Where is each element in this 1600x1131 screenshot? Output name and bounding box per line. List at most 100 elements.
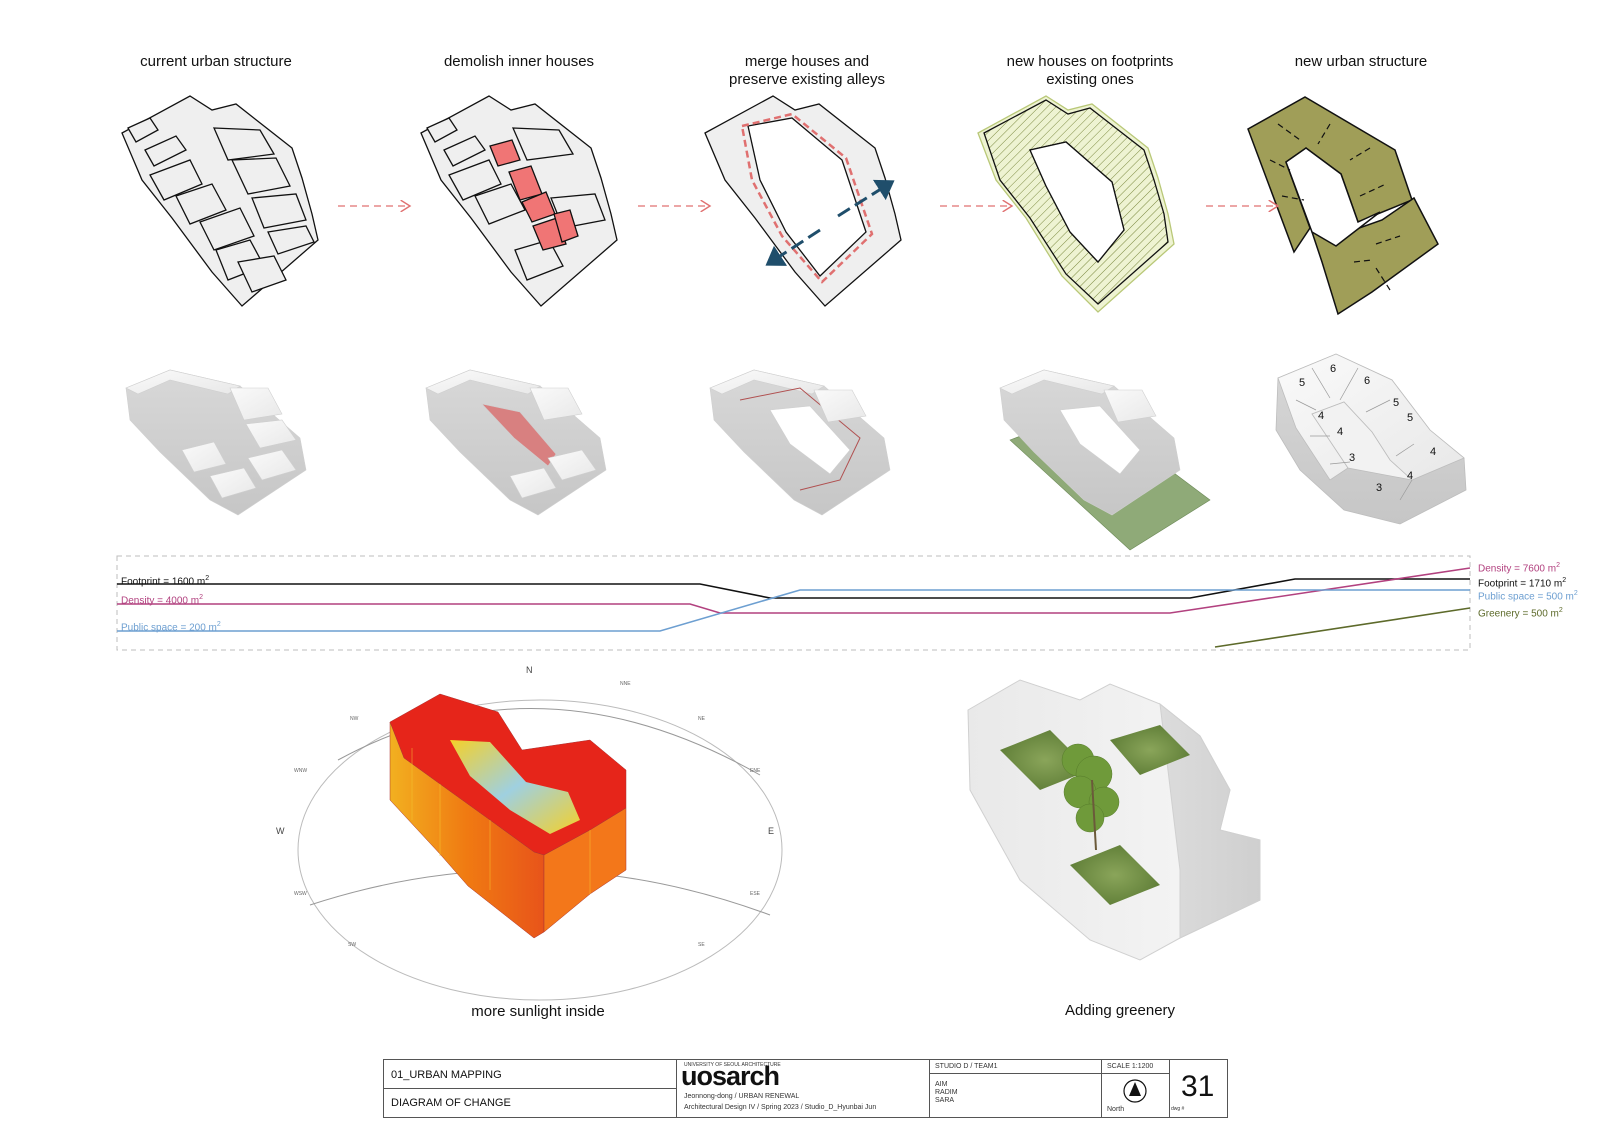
plan-block (175, 183, 227, 225)
plan-new-structure (1247, 96, 1439, 316)
plan-block (443, 135, 486, 167)
courtyard (1285, 147, 1381, 247)
green-roof (1110, 725, 1190, 775)
floor-label: 4 (1430, 446, 1437, 458)
floor-label: 4 (1407, 470, 1414, 482)
plan-block (474, 183, 526, 225)
plan-block (251, 193, 307, 229)
title-block-logo-tag: UNIVERSITY OF SEOUL ARCHITECTURE (684, 1062, 781, 1068)
metric-public-end-sup: 2 (1573, 590, 1578, 597)
metric-density-end-label: Density = 7600 m (1478, 563, 1557, 575)
step-title-4: new houses on footprints existing ones (970, 53, 1210, 89)
title-block-north: North (1107, 1106, 1125, 1113)
metric-public-end: Public space = 500 m2 (1478, 590, 1578, 602)
step-title-2-line1: demolish inner houses (443, 53, 595, 70)
floor-label: 5 (1393, 397, 1400, 409)
title-block-row1: 01_URBAN MAPPING (391, 1069, 502, 1081)
metric-public-start-label: Public space = 200 m (121, 622, 217, 634)
compass-ese: ESE (750, 891, 761, 897)
plan-block (144, 135, 187, 167)
metric-footprint-start: Footprint = 1600 m2 (121, 575, 209, 587)
plan-block (127, 117, 159, 143)
footprint-line (117, 578, 1470, 599)
compass-nne: NNE (620, 681, 631, 687)
metric-density-end-sup: 2 (1556, 562, 1561, 569)
demolished-block (489, 139, 521, 167)
metric-footprint-start-sup: 2 (205, 575, 210, 582)
floor-label: 6 (1330, 363, 1337, 375)
compass-wsw: WSW (294, 891, 307, 897)
greenery-rendering (967, 679, 1261, 961)
metrics-timeline (116, 555, 1471, 651)
massing-new-footprints (999, 369, 1211, 551)
compass-e: E (768, 826, 774, 836)
timeline-frame (116, 555, 1471, 651)
demolished-block (553, 209, 579, 243)
title-block-member: RADIM (935, 1089, 958, 1096)
plan-diagrams-row (121, 95, 1439, 316)
metric-footprint-end-label: Footprint = 1710 m (1478, 578, 1563, 590)
title-block-row2: DIAGRAM OF CHANGE (391, 1097, 511, 1109)
step-title-2: demolish inner houses (399, 53, 639, 71)
north-arrow-icon (1123, 1079, 1147, 1103)
plan-block (149, 159, 203, 201)
metric-public-end-label: Public space = 500 m (1478, 591, 1574, 603)
compass-w: W (276, 826, 285, 836)
title-block-divider (929, 1060, 930, 1117)
plan-demolish (420, 95, 618, 307)
plan-block (237, 255, 287, 293)
metric-public-start-sup: 2 (216, 621, 221, 628)
plan-block (514, 239, 564, 281)
step-title-4-line1: new houses on footprints (1006, 53, 1174, 70)
plan-block (267, 225, 315, 255)
compass-sw: SW (348, 942, 356, 948)
massing-merge (709, 369, 891, 516)
green-roof (1000, 730, 1090, 790)
compass-nw: NW (350, 716, 359, 722)
unit-dividers (1269, 123, 1401, 291)
plan-block (230, 157, 291, 195)
compass-wnw: WNW (294, 768, 307, 774)
green-roof (1070, 845, 1160, 905)
dwg-number: 31 (1181, 1070, 1215, 1103)
plan-block (212, 127, 276, 161)
caption-greenery: Adding greenery (1064, 1002, 1176, 1019)
step-title-1-line1: current urban structure (140, 53, 292, 70)
title-block-project: Jeonnong-dong / URBAN RENEWAL (684, 1093, 800, 1100)
sunlight-analysis: N E W NNE NE ENE ESE SE NW WNW WSW SW (276, 665, 783, 1001)
title-block-divider (1101, 1060, 1102, 1117)
courtyard (747, 117, 867, 277)
floor-label: 5 (1407, 412, 1414, 424)
plan-new-footprints (977, 95, 1175, 313)
metric-footprint-start-label: Footprint = 1600 m (121, 576, 206, 588)
metric-density-start-sup: 2 (199, 594, 204, 601)
plan-current (121, 95, 319, 307)
floor-label: 6 (1364, 375, 1371, 387)
alley-arrow-ne (837, 179, 895, 218)
building-heatmap (389, 693, 627, 939)
plan-merge (704, 95, 902, 307)
uosarch-logo: uosarch (681, 1061, 780, 1091)
compass-se: SE (698, 942, 705, 948)
massing-models-row (125, 353, 1467, 551)
unit-edges (1295, 367, 1415, 501)
massing-new-structure (1275, 353, 1467, 525)
plan-block (199, 207, 255, 251)
title-block-scale: SCALE 1:1200 (1107, 1063, 1154, 1070)
courtyard-heat (450, 740, 580, 834)
plan-block (448, 159, 502, 201)
compass-ne: NE (698, 716, 706, 722)
step-title-3-line2: preserve existing alleys (729, 71, 885, 88)
metric-density-end: Density = 7600 m2 (1478, 562, 1560, 574)
floor-label: 4 (1337, 426, 1344, 438)
metric-greenery-end-label: Greenery = 500 m (1478, 608, 1559, 620)
caption-sunlight: more sunlight inside (471, 1003, 605, 1020)
compass-n: N (526, 665, 533, 675)
tree (1061, 743, 1120, 851)
metric-footprint-end: Footprint = 1710 m2 (1478, 577, 1566, 589)
title-block-divider (1169, 1060, 1170, 1117)
title-block-member: SARA (935, 1097, 955, 1104)
title-block-course: Architectural Design IV / Spring 2023 / … (684, 1104, 877, 1111)
compass-ene: ENE (750, 768, 761, 774)
dwg-label: dwg # (1171, 1106, 1185, 1112)
